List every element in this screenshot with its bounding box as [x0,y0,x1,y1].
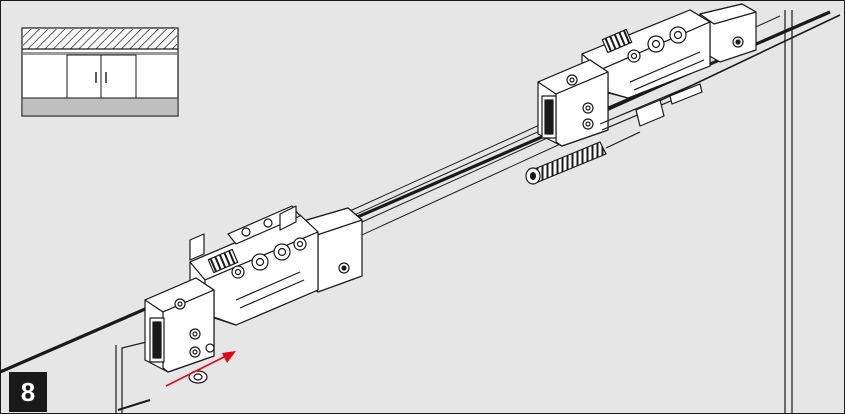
threaded-bolt [525,131,641,185]
sliding-door-overview-icon [21,27,179,117]
front-carriage-assembly [144,205,363,384]
push-direction-arrow [165,351,236,387]
step-number-badge: 8 [9,372,47,412]
rear-carriage-assembly [537,3,757,147]
